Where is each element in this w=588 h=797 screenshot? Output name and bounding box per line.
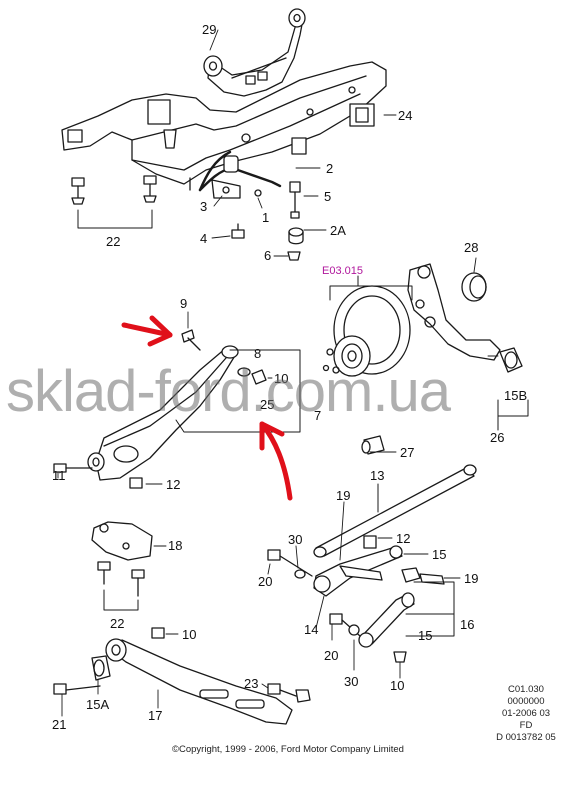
label-15B: 15B: [504, 388, 527, 403]
label-12-lower: 12: [396, 531, 410, 546]
copyright-notice: ©Copyright, 1999 - 2006, Ford Motor Comp…: [172, 744, 404, 755]
stabilizer-bar-part: [198, 150, 304, 261]
label-2: 2: [326, 161, 333, 176]
meta-line-4: FD: [519, 720, 533, 731]
meta-line-2: 0000000: [507, 696, 545, 707]
label-15-lower: 15: [418, 628, 432, 643]
label-27: 27: [400, 445, 414, 460]
label-11: 11: [52, 468, 66, 483]
subframe-part: [61, 61, 387, 191]
label-30-top: 30: [288, 532, 302, 547]
label-29: 29: [202, 22, 216, 37]
label-14: 14: [304, 622, 318, 637]
label-23: 23: [244, 676, 258, 691]
label-19-top: 19: [336, 488, 350, 503]
label-21: 21: [52, 717, 66, 732]
label-9: 9: [180, 296, 187, 311]
track-rod-part: [313, 464, 477, 558]
lower-control-arm-part: [53, 329, 267, 489]
label-15-top: 15: [432, 547, 446, 562]
label-18: 18: [168, 538, 182, 553]
meta-line-3: 01-2006 03: [501, 708, 551, 719]
label-20-lower: 20: [324, 648, 338, 663]
label-13: 13: [370, 468, 384, 483]
label-10-lower: 10: [182, 627, 196, 642]
lower-trailing-arm-part: [53, 627, 311, 725]
knuckle-hub-part: [322, 263, 523, 455]
meta-line-5: D 0013782 05: [496, 732, 556, 743]
label-22-lower: 22: [110, 616, 124, 631]
drawing-metadata: C01.030 0000000 01-2006 03 FD D 0013782 …: [478, 684, 574, 744]
label-30-lower: 30: [344, 674, 358, 689]
meta-line-1: C01.030: [508, 684, 544, 695]
label-15A: 15A: [86, 697, 109, 712]
label-28: 28: [464, 240, 478, 255]
label-26: 26: [490, 430, 504, 445]
label-2A: 2A: [330, 223, 346, 238]
label-24: 24: [398, 108, 412, 123]
watermark-text: sklad-ford.com.ua: [6, 359, 451, 424]
label-7: 7: [314, 408, 321, 423]
label-5: 5: [324, 189, 331, 204]
label-19-right: 19: [464, 571, 478, 586]
label-22-top: 22: [106, 234, 120, 249]
leader-lines: [57, 29, 499, 717]
label-12-mid: 12: [166, 477, 180, 492]
label-8: 8: [254, 346, 261, 361]
label-6: 6: [264, 248, 271, 263]
upper-arm-part: [267, 535, 445, 663]
label-20-top: 20: [258, 574, 272, 589]
label-ref-e03015: E03.015: [322, 265, 363, 277]
highlight-arrows: [121, 315, 293, 501]
label-3: 3: [200, 199, 207, 214]
upper-bracket-part: [203, 8, 306, 97]
label-25: 25: [260, 397, 274, 412]
label-17: 17: [148, 708, 162, 723]
label-1: 1: [262, 210, 269, 225]
label-10-bottom: 10: [390, 678, 404, 693]
subframe-bolts: [71, 175, 157, 205]
label-4: 4: [200, 231, 207, 246]
label-10-mid: 10: [274, 371, 288, 386]
mount-bracket-part: [91, 521, 153, 597]
label-16: 16: [460, 617, 474, 632]
